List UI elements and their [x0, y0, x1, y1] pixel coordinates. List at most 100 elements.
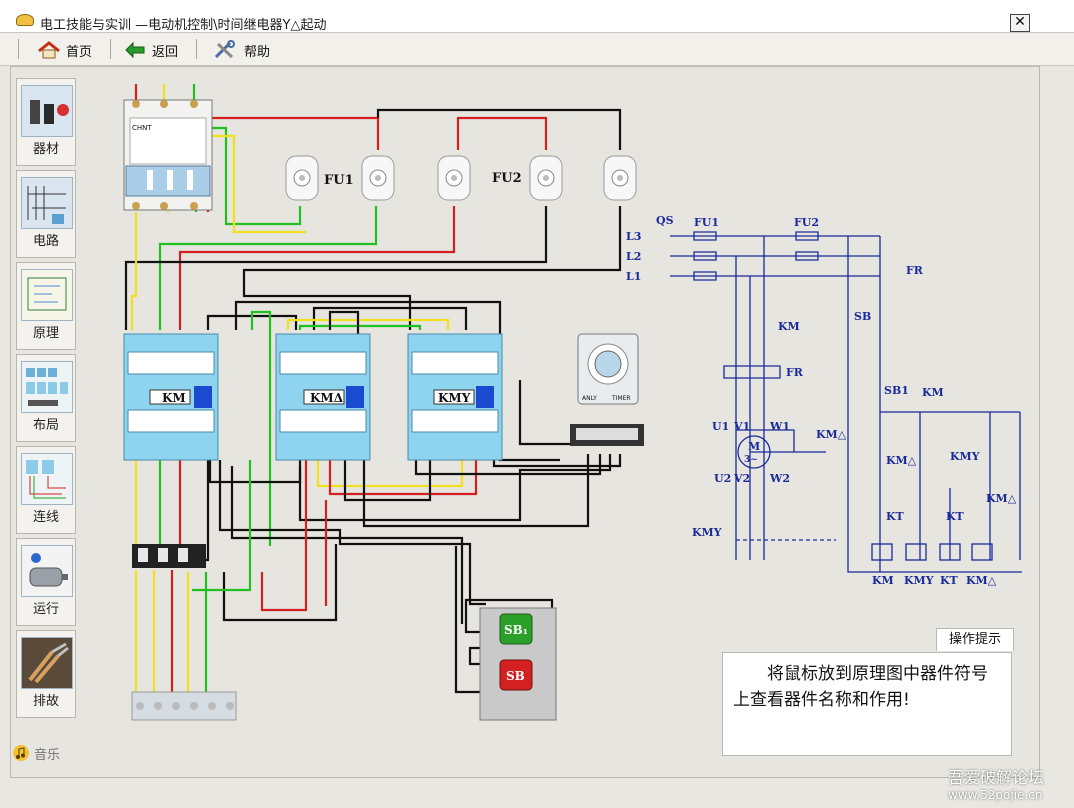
music-note-icon	[13, 745, 29, 761]
toolbar: 首页 返回 帮助	[0, 33, 1074, 66]
sch-u2: U2	[714, 472, 731, 485]
home-label: 首页	[66, 44, 93, 60]
sidebar-item-label: 排故	[32, 694, 59, 709]
thermal-relay-fr[interactable]	[132, 544, 206, 568]
motor-run-icon	[21, 545, 73, 597]
sch-motor-sub: 3~	[744, 455, 758, 465]
sch-kmy-main: KMY	[692, 526, 722, 539]
fuse-fu1[interactable]: FU1	[285, 155, 471, 201]
back-button[interactable]: 返回	[124, 39, 178, 61]
back-arrow-icon	[125, 41, 145, 59]
sch-l3: L3	[626, 230, 641, 243]
sch-kmd-c: KM△	[986, 492, 1017, 505]
kmy-label: KMY	[438, 391, 471, 405]
sch-l2: L2	[626, 250, 641, 263]
sch-km-hold: KM	[922, 386, 944, 399]
equipment-icon	[21, 85, 73, 137]
sidebar-item-run[interactable]: 运行	[16, 538, 76, 626]
sidebar-item-wiring[interactable]: 连线	[16, 446, 76, 534]
hint-tab[interactable]: 操作提示	[936, 628, 1014, 651]
sidebar-item-layout[interactable]: 布局	[16, 354, 76, 442]
help-tools-icon	[214, 40, 235, 59]
sb-label: SB	[506, 669, 525, 683]
toolbar-separator	[196, 39, 197, 59]
sidebar-item-troubleshoot[interactable]: 排故	[16, 630, 76, 718]
sch-fr-contact: FR	[906, 264, 924, 277]
contactor-kmy[interactable]: KMY	[407, 333, 503, 461]
kmd-label: KMΔ	[310, 391, 343, 405]
sch-v1: V1	[733, 420, 750, 433]
contactor-kmd[interactable]: KMΔ	[275, 333, 371, 461]
music-label: 音乐	[34, 747, 61, 763]
km-label: KM	[162, 391, 186, 405]
layout-icon	[21, 361, 73, 413]
sidebar-item-label: 原理	[32, 326, 59, 341]
sch-kmd-nc: KM△	[886, 454, 917, 467]
sch-coil-kmd: KM△	[966, 574, 997, 587]
sch-km-main: KM	[778, 320, 800, 333]
time-relay-kt[interactable]: ANLY TIMER	[570, 333, 644, 446]
sidebar-item-equipment[interactable]: 器材	[16, 78, 76, 166]
sch-u1: U1	[712, 420, 729, 433]
sch-fu2: FU2	[794, 216, 819, 229]
sidebar-item-label: 连线	[32, 510, 59, 525]
sch-motor: M	[748, 440, 760, 453]
toolbar-separator	[110, 39, 111, 59]
sch-kmy-c: KMY	[950, 450, 980, 463]
sch-w2: W2	[769, 472, 790, 485]
watermark-line2: www.52pojie.cn	[948, 788, 1043, 802]
title-bar: 电工技能与实训 —电动机控制\时间继电器Y△起动 ✕	[0, 0, 1074, 33]
sidebar-item-label: 器材	[32, 142, 59, 157]
watermark-line1: 吾爱破解论坛	[948, 768, 1045, 787]
music-toggle[interactable]: 音乐	[12, 742, 72, 764]
help-button[interactable]: 帮助	[212, 39, 270, 61]
schematic-diagram	[670, 231, 1022, 573]
sch-coil-kmy: KMY	[904, 574, 934, 587]
home-button[interactable]: 首页	[36, 39, 92, 61]
sch-kmd-main: KM△	[816, 428, 847, 441]
wiring-canvas: CHNT FU1 FU2 KM KMΔ KMY	[123, 84, 1022, 721]
timer-label: TIMER	[611, 395, 631, 402]
sb1-label: SB₁	[504, 623, 528, 637]
fu2-label: FU2	[492, 171, 522, 186]
sch-fr-heater: FR	[786, 366, 804, 379]
close-button[interactable]: ✕	[1010, 14, 1030, 32]
sch-l1: L1	[626, 270, 641, 283]
sch-coil-kt: KT	[940, 574, 959, 587]
terminal-block	[131, 691, 237, 721]
timer-brand: ANLY	[582, 395, 597, 402]
sidebar-item-principle[interactable]: 原理	[16, 262, 76, 350]
sch-qs: QS	[656, 214, 674, 227]
sch-coil-km: KM	[872, 574, 894, 587]
sch-w1: W1	[769, 420, 790, 433]
sch-kt1: KT	[886, 510, 905, 523]
help-label: 帮助	[244, 44, 271, 60]
button-box[interactable]: SB₁ SB	[479, 607, 557, 721]
sch-fu1: FU1	[694, 216, 719, 229]
sidebar-item-label: 布局	[32, 418, 59, 433]
app-icon	[16, 14, 34, 26]
sch-v2: V2	[733, 472, 750, 485]
sch-sb1: SB1	[884, 384, 909, 397]
circuit-breaker-qs[interactable]: CHNT	[123, 99, 213, 211]
sidebar-item-label: 运行	[32, 602, 59, 617]
sidebar-item-circuit[interactable]: 电路	[16, 170, 76, 258]
fu1-label: FU1	[324, 173, 354, 188]
sch-sb: SB	[854, 310, 871, 323]
window-title: 电工技能与实训 —电动机控制\时间继电器Y△起动	[40, 18, 327, 33]
pliers-icon	[21, 637, 73, 689]
watermark: 吾爱破解论坛 www.52pojie.cn	[948, 764, 1072, 802]
schematic-labels: QS FU1 FU2 FR L3 L2 L1 KM FR U1 V1 W1 U2…	[626, 214, 1017, 587]
sidebar: 器材 电路 原理 布局 连线 运行 排故	[14, 72, 80, 772]
fuse-fu2[interactable]: FU2	[492, 155, 637, 201]
toolbar-separator	[18, 39, 19, 59]
sch-kt2: KT	[946, 510, 965, 523]
back-label: 返回	[152, 44, 179, 60]
hint-text: 将鼠标放到原理图中器件符号上查看器件名称和作用!	[722, 652, 1012, 756]
wiring-icon	[21, 453, 73, 505]
contactor-km[interactable]: KM	[123, 333, 219, 461]
breaker-brand: CHNT	[132, 124, 152, 132]
sidebar-item-label: 电路	[32, 234, 59, 249]
circuit-icon	[21, 177, 73, 229]
house-icon	[38, 41, 60, 59]
